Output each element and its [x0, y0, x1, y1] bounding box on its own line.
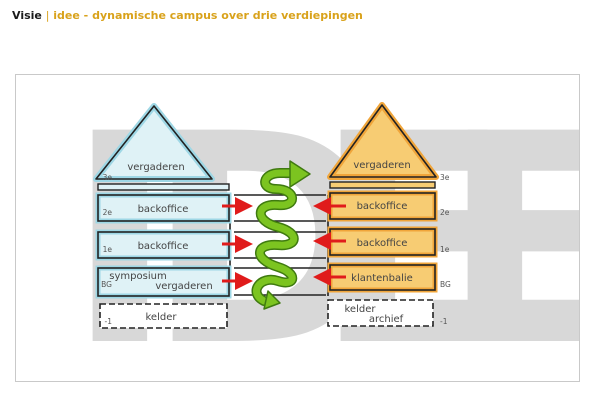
left-building [93, 103, 232, 329]
right-bg-label: klantenbalie [351, 273, 413, 284]
floor-label-1e-right: 1e [440, 245, 450, 254]
title-separator: | [45, 9, 50, 22]
right-1e-label: backoffice [357, 238, 408, 249]
page-heading: Visie | idee - dynamische campus over dr… [12, 9, 363, 22]
right-2e-label: backoffice [357, 201, 408, 212]
right-basement-label-line2: archief [369, 314, 404, 325]
campus-diagram: I D E E [66, 75, 579, 381]
right-basement-label-line1: kelder [345, 304, 377, 315]
left-roof-label: vergaderen [127, 162, 184, 173]
floor-label-3e-left: 3e [103, 173, 113, 182]
diagram-frame: I D E E [15, 74, 580, 382]
page-subtitle: idee - dynamische campus over drie verdi… [53, 9, 363, 22]
floor-label-bg-left: BG [101, 280, 112, 289]
floor-label-2e-left: 2e [103, 208, 113, 217]
floor-label-1e-left: 1e [103, 245, 113, 254]
green-spiral [251, 160, 311, 310]
floor-label-bg-right: BG [440, 280, 451, 289]
left-2e-label: backoffice [138, 204, 189, 215]
page-title: Visie [12, 9, 42, 22]
left-bg-label-line2: vergaderen [155, 281, 212, 292]
floor-label-b1-left: -1 [105, 317, 113, 326]
left-1e-label: backoffice [138, 241, 189, 252]
right-building [327, 102, 439, 327]
floor-label-2e-right: 2e [440, 208, 450, 217]
left-bg-label-line1: symposium [109, 271, 166, 282]
floor-label-3e-right: 3e [440, 173, 450, 182]
floor-label-b1-right: -1 [440, 317, 448, 326]
floor-indicators-right: 3e 2e 1e BG -1 [440, 173, 451, 326]
floor-indicators-left: 3e 2e 1e BG -1 [101, 173, 112, 326]
red-arrows [222, 197, 346, 290]
left-basement-label: kelder [146, 312, 178, 323]
watermark-letter-e2: E [441, 75, 579, 381]
right-roof-label: vergaderen [353, 160, 410, 171]
